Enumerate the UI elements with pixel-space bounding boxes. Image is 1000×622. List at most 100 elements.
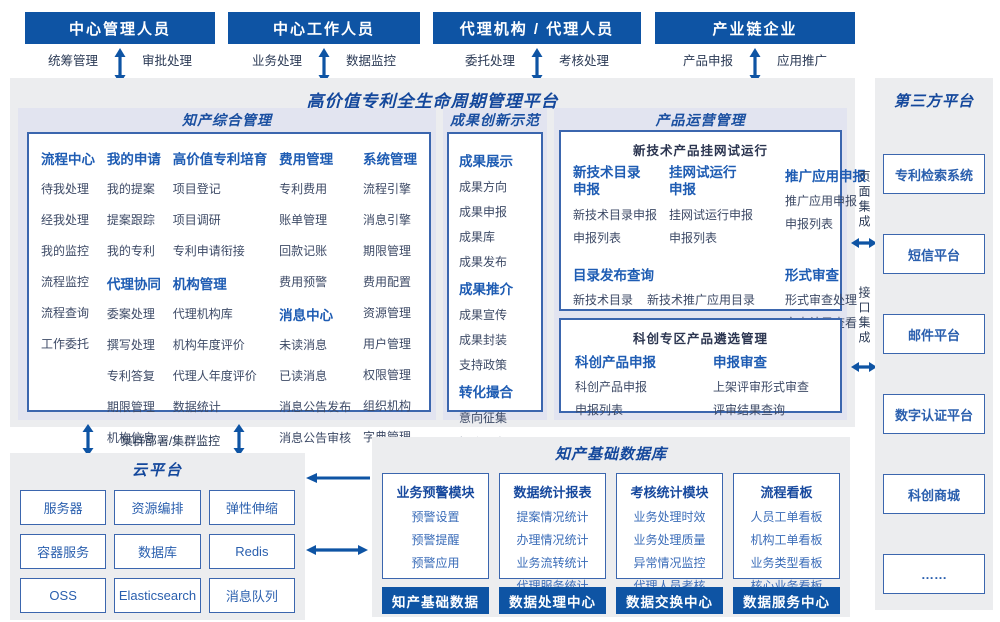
menu-item: 费用预警 [279,275,328,289]
subbox-title: 科创专区产品遴选管理 [632,332,768,346]
menu-item: 回款记账 [279,244,328,258]
module-item: 业务类型看板 [750,556,823,570]
third-party-panel: 第三方平台 专利检索系统短信平台邮件平台数字认证平台科创商城…… [875,78,993,610]
menu-item: 机构信息 [106,431,155,445]
trial-run-box: 新技术产品挂网试运行 新技术目录申报 新技术目录申报申报列表 挂网试运行申报 挂… [559,130,866,332]
data-module: 业务预警模块 预警设置预警提醒预警应用 [382,473,489,579]
menu-column: 费用管理 专利费用账单管理回款记账费用预警 消息中心 未读消息已读消息消息公告发… [279,148,351,460]
platform-panel: 高价值专利全生命周期管理平台 知产综合管理 流程中心 待我处理经我处理我的监控流… [10,78,866,475]
group-title: 高价值专利培育 [172,152,268,167]
menu-item: 项目登记 [172,182,221,196]
menu-item: 撰写处理 [106,338,155,352]
menu-item: 项目调研 [172,213,221,227]
menu-item: 专利费用 [279,182,328,196]
menu-item: 机构年度评价 [172,338,245,352]
menu-item: 成果申报 [459,205,508,219]
data-center-bar: 数据交换中心 [616,587,723,614]
menu-column: 流程中心 待我处理经我处理我的监控流程监控流程查询工作委托 [41,148,95,460]
group-title: 挂网试运行申报 [669,165,737,197]
data-platform-header: 知产基础数据库 [554,446,667,463]
menu-group: 系统管理 流程引擎消息引擎期限管理费用配置资源管理用户管理权限管理组织机构字典管… [363,148,417,445]
section-header: 成果创新示范 [450,112,540,128]
module-title: 流程看板 [760,485,813,500]
third-party-system: 短信平台 [883,234,985,274]
menu-item: 提案跟踪 [106,213,155,227]
role-title: 代理机构 / 代理人员 [433,12,641,44]
subbox-title: 新技术产品挂网试运行 [632,144,768,158]
section-ip-management: 知产综合管理 流程中心 待我处理经我处理我的监控流程监控流程查询工作委托 我的申… [18,108,436,445]
double-arrow-vertical-icon [114,48,126,84]
menu-item: 申报列表 [575,403,624,417]
menu-item: 代理机构库 [172,307,233,321]
group-title: 成果展示 [459,154,513,169]
menu-group: 流程中心 待我处理经我处理我的监控流程监控流程查询工作委托 [41,148,95,352]
menu-column: 我的申请 我的提案提案跟踪我的专利 代理协同 委案处理撰写处理专利答复期限管理机… [107,148,161,460]
section-product-operations: 产品运营管理 新技术产品挂网试运行 新技术目录申报 新技术目录申报申报列表 挂网… [554,108,866,420]
cloud-service: Redis [208,534,295,569]
menu-item: 流程引擎 [362,182,411,196]
menu-item: 期限管理 [106,400,155,414]
double-arrow-horizontal-icon [851,237,877,249]
module-item: 预警提醒 [411,533,460,547]
menu-item: 费用配置 [362,275,411,289]
menu-item: 申报列表 [785,217,834,231]
ip-management-box: 流程中心 待我处理经我处理我的监控流程监控流程查询工作委托 我的申请 我的提案提… [27,132,431,445]
role-title: 中心管理人员 [25,12,215,44]
menu-item: 消息公告发布 [279,400,352,414]
menu-item: 专利答复 [106,369,155,383]
menu-item: 流程查询 [41,306,90,320]
module-title: 考核统计模块 [630,485,709,500]
cloud-service: 资源编排 [114,490,201,525]
menu-group: 高价值专利培育 项目登记项目调研专利申请衔接 [173,148,268,259]
menu-item: 支持政策 [459,358,508,372]
menu-item: 申报列表 [573,230,622,245]
menu-item: 期限管理 [362,244,411,258]
double-arrow-vertical-icon [318,48,330,84]
menu-item: 资源管理 [362,306,411,320]
group-title: 我的申请 [106,152,161,167]
menu-item: 成果方向 [459,180,508,194]
menu-item: 未读消息 [279,338,328,352]
section-header: 产品运营管理 [655,112,746,128]
third-party-system: 邮件平台 [883,314,985,354]
role-left-label: 产品申报 [682,54,733,68]
group-title: 形式审查 [785,267,839,283]
third-party-header: 第三方平台 [893,93,974,110]
menu-item: 消息公告审核 [279,431,352,445]
section-header: 知产综合管理 [182,112,272,128]
role-center-managers: 中心管理人员 统筹管理 审批处理 [25,12,215,84]
role-right-label: 数据监控 [346,54,397,68]
cloud-service: 消息队列 [208,578,295,613]
module-item: 提案情况统计 [516,510,589,524]
third-party-system: …… [883,554,985,594]
menu-group: 新技术目录申报 新技术目录申报申报列表 [573,165,661,252]
module-item: 预警应用 [411,556,460,570]
module-title: 业务预警模块 [396,485,475,500]
menu-item: 上架评审形式审查 [713,380,810,394]
menu-item: 形式审查处理 [785,292,858,307]
menu-item: 推广应用申报 [785,194,858,208]
menu-group: 推广应用申报 推广应用申报申报列表 [785,165,866,252]
group-title: 科创产品申报 [575,355,656,370]
third-party-system: 数字认证平台 [883,394,985,434]
group-title: 成果推介 [459,282,513,297]
menu-item: 成果库 [459,230,496,244]
menu-item: 我的提案 [106,182,155,196]
group-title: 推广应用申报 [785,169,866,184]
role-center-staff: 中心工作人员 业务处理 数据监控 [228,12,420,84]
double-arrow-vertical-icon [749,48,761,84]
module-item: 预警设置 [411,510,460,524]
menu-group: 费用管理 专利费用账单管理回款记账费用预警 [279,148,351,290]
menu-column: 系统管理 流程引擎消息引擎期限管理费用配置资源管理用户管理权限管理组织机构字典管… [363,148,417,460]
menu-column: 高价值专利培育 项目登记项目调研专利申请衔接 机构管理 代理机构库机构年度评价代… [173,148,268,460]
third-party-system: 科创商城 [883,474,985,514]
menu-group: 代理协同 委案处理撰写处理专利答复期限管理机构信息 [107,273,161,446]
cloud-service: OSS [20,578,107,613]
section-achievement-demo: 成果创新示范 成果展示 成果方向成果申报成果库成果发布 成果推介 成果宣传成果封… [443,108,547,475]
module-item: 异常情况监控 [633,556,706,570]
menu-item: 已读消息 [279,369,328,383]
menu-group: 成果推介 成果宣传成果封装支持政策 [455,278,535,373]
menu-item: 待我处理 [41,182,90,196]
role-industry-chain: 产业链企业 产品申报 应用推广 [655,12,855,84]
